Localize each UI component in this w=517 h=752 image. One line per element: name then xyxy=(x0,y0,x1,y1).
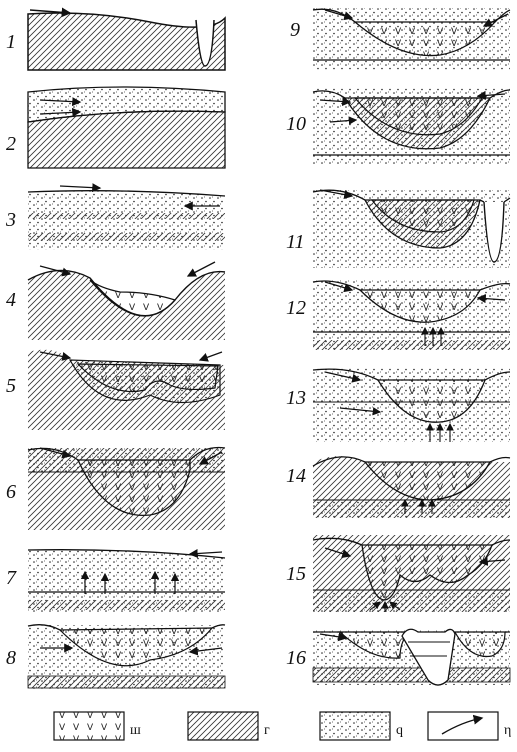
panel-label: 1 xyxy=(6,31,16,53)
panel-1: 1 xyxy=(6,10,225,70)
panel-5: 5 xyxy=(6,350,225,430)
panel-label: 4 xyxy=(6,289,16,311)
legend-label: ш xyxy=(130,723,141,738)
panel-label: 15 xyxy=(286,563,306,585)
panel-10: 10 xyxy=(286,88,510,165)
panel-2: 2 xyxy=(6,87,225,168)
panel-14: 14 xyxy=(286,456,510,518)
panel-label: 8 xyxy=(6,647,16,669)
panel-4: 4 xyxy=(6,262,225,340)
panel-label: 10 xyxy=(286,113,306,135)
panel-label: 14 xyxy=(286,465,306,487)
legend-label: г xyxy=(264,723,270,738)
legend-item-peat: ш xyxy=(54,712,141,740)
legend-item-sand: q xyxy=(320,712,403,740)
panel-label: 5 xyxy=(6,375,16,397)
panel-3: 3 xyxy=(5,186,225,250)
panel-label: 3 xyxy=(5,209,16,231)
panel-label: 2 xyxy=(6,133,16,155)
panel-16: 16 xyxy=(286,629,510,685)
panel-8: 8 xyxy=(6,625,225,690)
panel-12: 12 xyxy=(286,280,510,350)
panel-label: 13 xyxy=(286,387,306,409)
legend-label: q xyxy=(396,723,403,738)
panel-13: 13 xyxy=(286,368,510,442)
panel-label: 16 xyxy=(286,647,306,669)
panel-9: 9 xyxy=(290,8,510,70)
legend-label: η xyxy=(504,723,511,738)
panel-11: 11 xyxy=(286,190,510,268)
legend-item-flow: η xyxy=(428,712,511,740)
panel-6: 6 xyxy=(6,448,225,531)
panel-label: 11 xyxy=(286,231,305,253)
panel-label: 6 xyxy=(6,481,16,503)
panel-7: 7 xyxy=(6,550,225,612)
legend: ш г q η xyxy=(54,712,511,740)
panel-label: 12 xyxy=(286,297,306,319)
panel-label: 9 xyxy=(290,19,300,41)
panel-15: 15 xyxy=(286,535,510,612)
panel-label: 7 xyxy=(6,567,17,589)
legend-item-clay: г xyxy=(188,712,270,740)
